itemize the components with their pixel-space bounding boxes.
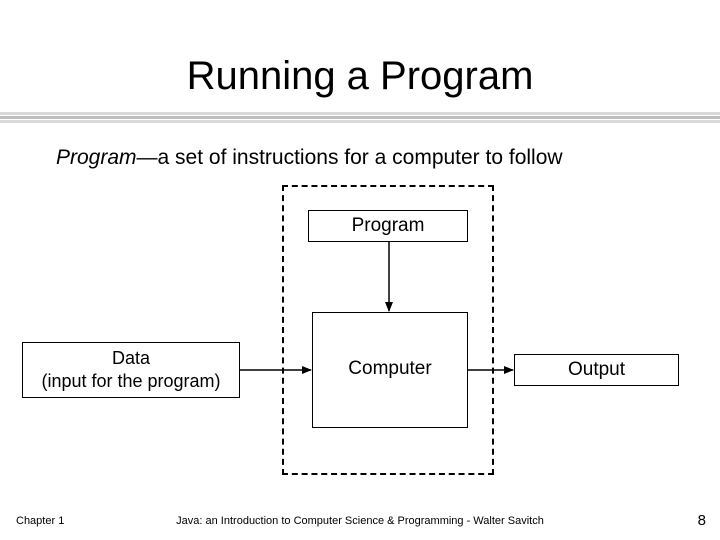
computer-box: Computer	[312, 312, 468, 428]
page-number: 8	[697, 512, 706, 529]
output-box: Output	[514, 354, 679, 386]
program-definition: Program—a set of instructions for a comp…	[56, 144, 563, 172]
computer-box-label: Computer	[348, 358, 432, 379]
data-box: Data (input for the program)	[22, 342, 240, 398]
program-box: Program	[308, 210, 468, 242]
data-box-label: Data	[111, 348, 151, 368]
program-definition-text: —a set of instructions for a computer to…	[136, 146, 563, 169]
slide-title: Running a Program	[186, 54, 534, 98]
program-box-label: Program	[351, 215, 425, 236]
footer-chapter: Chapter 1	[16, 515, 65, 527]
footer-book-title: Java: an Introduction to Computer Scienc…	[176, 515, 544, 527]
data-box-sublabel: (input for the program)	[41, 371, 221, 391]
output-box-label: Output	[567, 359, 626, 380]
title-rule	[0, 112, 720, 123]
computer-system-boundary	[282, 185, 494, 475]
program-term: Program	[56, 146, 137, 169]
